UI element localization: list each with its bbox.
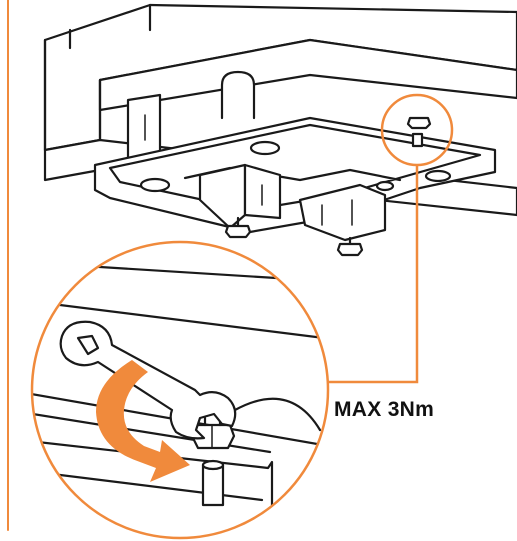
rail-bolt-small [406,116,432,148]
magnified-detail [32,242,328,538]
torque-label: MAX 3Nm [334,398,435,421]
wrench-icon [59,320,237,440]
nut-left [224,216,252,239]
rotation-arrow-icon [96,360,190,482]
callout-circle-large [30,240,330,540]
callout-connector [322,165,419,384]
nut-right [336,236,364,257]
bolt-shaft [201,463,225,507]
hanging-pipe [220,70,256,120]
gusset-right [298,183,387,242]
